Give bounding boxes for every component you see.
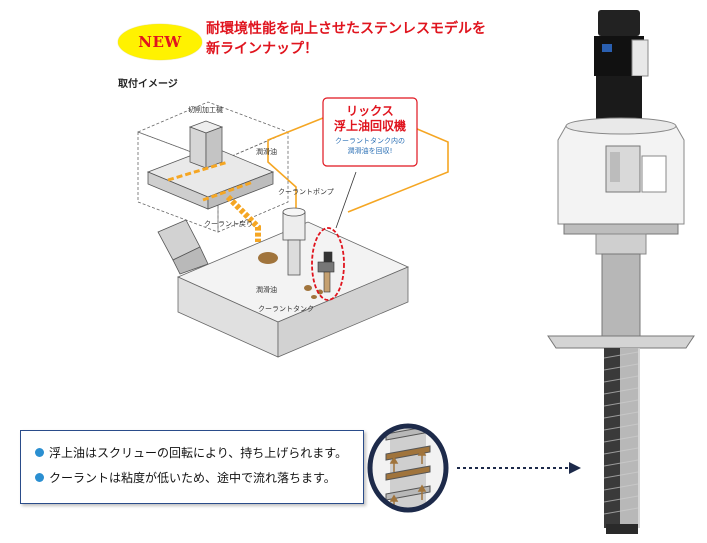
info-bullet-text: クーラントは粘度が低いため、途中で流れ落ちます。 xyxy=(49,471,336,485)
callout-subtitle: クーラントタンク内の 潤滑油を回収! xyxy=(325,136,415,156)
new-badge-text: NEW xyxy=(138,33,182,51)
machine-base xyxy=(146,146,275,210)
skimmer-highlight xyxy=(311,227,345,301)
label-lubricant-top: 潤滑油 xyxy=(256,147,277,156)
callout-sub-line2: 潤滑油を回収! xyxy=(347,147,393,155)
headline-line2: 新ラインナップ！ xyxy=(206,41,318,57)
info-bullet: クーラントは粘度が低いため、途中で流れ落ちます。 xyxy=(35,469,336,486)
bullet-dot-icon xyxy=(35,473,44,482)
motor-label-icon xyxy=(602,44,612,52)
coolant-pipe xyxy=(267,103,449,213)
image-caption: 取付イメージ xyxy=(118,79,178,90)
bullet-dot-icon xyxy=(35,448,44,457)
chip-conveyor xyxy=(157,219,209,275)
callout-leader xyxy=(335,171,357,229)
label-coolant-pump: クーラントポンプ xyxy=(278,188,334,196)
skimmer-product xyxy=(547,10,695,534)
coolant-pump xyxy=(282,207,306,276)
oil-drops xyxy=(304,285,323,299)
info-bullet: 浮上油はスクリューの回転により、持ち上げられます。 xyxy=(35,444,347,461)
label-coolant-return: クーラント戻り xyxy=(204,219,253,228)
headline-line1: 耐環境性能を向上させたステンレスモデルを xyxy=(206,21,486,37)
oil-blob xyxy=(258,252,278,264)
callout-title: リックス 浮上油回収機 xyxy=(325,104,415,134)
lube-flow-machine xyxy=(167,160,254,202)
screw-zoom-circle xyxy=(367,423,449,513)
label-lubricant-tank: 潤滑油 xyxy=(256,285,277,294)
skimmer-unit xyxy=(317,251,335,293)
pointer-arrow xyxy=(457,462,581,474)
callout-sub-line1: クーラントタンク内の xyxy=(335,137,405,145)
callout-box xyxy=(322,97,418,167)
info-box: 浮上油はスクリューの回転により、持ち上げられます。 クーラントは粘度が低いため、… xyxy=(20,430,364,504)
new-badge: NEW xyxy=(118,24,202,60)
machine-column xyxy=(188,120,224,169)
coolant-return-flow xyxy=(225,194,261,242)
callout-title-line2: 浮上油回収機 xyxy=(333,119,406,133)
headline: 耐環境性能を向上させたステンレスモデルを 新ラインナップ！ xyxy=(206,19,536,59)
installation-diagram: 切削加工機 潤滑油 クーラントポンプ クーラント戻り 潤滑油 クーラントタンク xyxy=(136,97,449,358)
label-machine: 切削加工機 xyxy=(188,105,223,114)
info-bullet-text: 浮上油はスクリューの回転により、持ち上げられます。 xyxy=(49,446,348,460)
label-coolant-tank: クーラントタンク xyxy=(258,304,314,313)
callout-title-line1: リックス xyxy=(346,104,394,118)
